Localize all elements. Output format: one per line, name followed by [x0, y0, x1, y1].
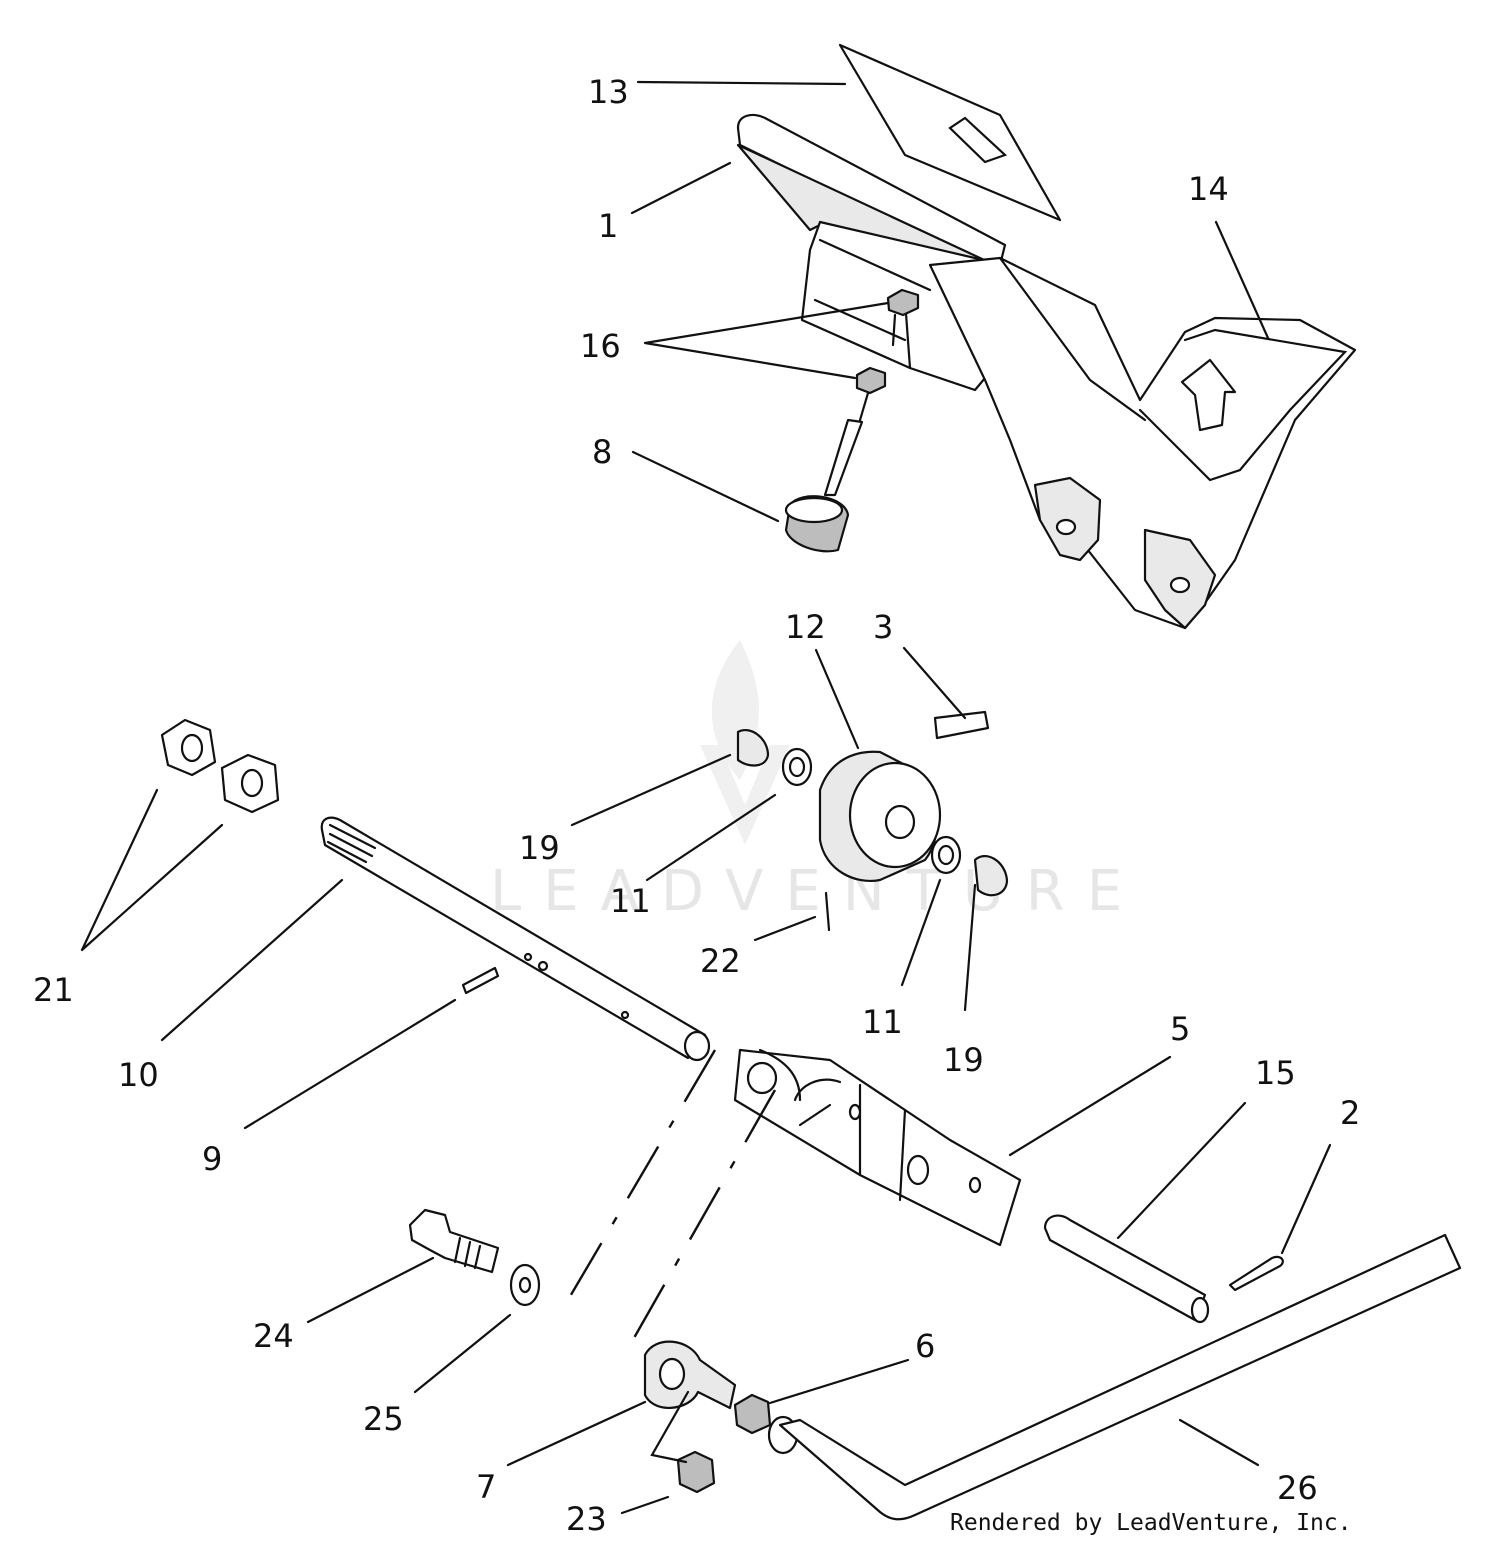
- label-11-upper: 11: [610, 882, 651, 920]
- watermark-text: LEADVENTURE: [490, 859, 1144, 924]
- label-25: 25: [363, 1400, 404, 1438]
- label-16: 16: [580, 327, 621, 365]
- jam-nut-upper: [886, 288, 920, 317]
- roller: [818, 750, 942, 883]
- label-13: 13: [588, 73, 629, 111]
- bushing-19b: [973, 855, 1009, 897]
- arrow-up-icon: [1180, 358, 1237, 432]
- label-5: 5: [1170, 1010, 1190, 1048]
- watermark-v-icon: [700, 745, 790, 845]
- arm-bracket: [733, 1048, 1022, 1247]
- label-19-upper: 19: [519, 829, 560, 867]
- hex-bolt: [408, 1208, 500, 1274]
- assembly-line-a: [563, 1049, 717, 1306]
- label-15: 15: [1255, 1054, 1296, 1092]
- label-2: 2: [1340, 1094, 1360, 1132]
- spring-pin-3: [933, 710, 990, 740]
- label-14: 14: [1188, 170, 1229, 208]
- control-rod: [778, 1233, 1462, 1521]
- assembly-line-c: [650, 1390, 690, 1464]
- lock-nut-23: [676, 1450, 716, 1494]
- label-3: 3: [873, 608, 893, 646]
- label-7: 7: [476, 1468, 496, 1506]
- label-9: 9: [202, 1140, 222, 1178]
- label-22: 22: [700, 942, 741, 980]
- watermark: LEADVENTURE: [490, 640, 1144, 924]
- rod-end: [643, 1340, 737, 1410]
- label-10: 10: [118, 1056, 159, 1094]
- label-1: 1: [598, 207, 618, 245]
- decal-plate: [838, 43, 1062, 222]
- cotter-22: [824, 891, 831, 932]
- render-credit: Rendered by LeadVenture, Inc.: [950, 1510, 1352, 1536]
- label-23: 23: [566, 1500, 607, 1538]
- label-24: 24: [253, 1317, 294, 1355]
- part-labels: 13 1 14 16 8 12 3 21 19 11 10 22 11 19 9…: [33, 73, 1360, 1538]
- hex-nut-6: [733, 1393, 772, 1435]
- leader-lines: [80, 80, 1332, 1515]
- jam-nut-lower: [855, 366, 887, 395]
- label-19-lower: 19: [943, 1041, 984, 1079]
- roll-pin-9: [461, 966, 500, 995]
- cotter-pin: [1228, 1255, 1284, 1292]
- label-12: 12: [785, 608, 826, 646]
- label-21: 21: [33, 971, 74, 1009]
- bumper-bolt: [823, 418, 864, 497]
- bushing-19a: [736, 729, 770, 767]
- assembly-line-b: [628, 1089, 777, 1346]
- decal-arrow-icon: [948, 116, 1008, 164]
- label-26: 26: [1277, 1469, 1318, 1507]
- label-6: 6: [915, 1327, 935, 1365]
- label-11-lower: 11: [862, 1003, 903, 1041]
- label-8: 8: [592, 433, 612, 471]
- foot-plate: [928, 256, 1357, 630]
- shaft: [320, 816, 711, 1062]
